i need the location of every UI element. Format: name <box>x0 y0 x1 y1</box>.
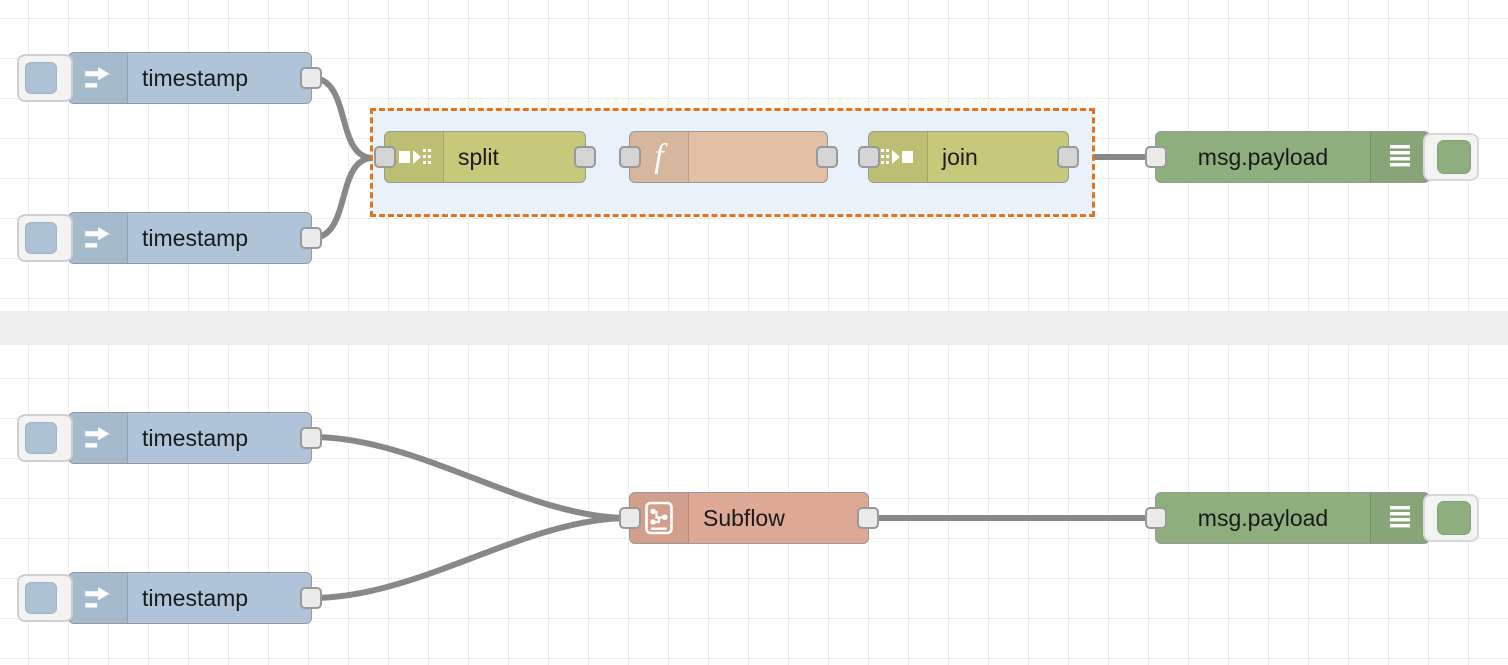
node-label: split <box>458 143 499 170</box>
selection-outline[interactable] <box>370 108 1095 217</box>
node-label: msg.payload <box>1197 504 1329 531</box>
output-port[interactable] <box>300 587 322 609</box>
node-label <box>689 132 827 182</box>
inject-trigger-button[interactable] <box>17 214 73 262</box>
input-port[interactable] <box>1145 146 1167 168</box>
node-inject-timestamp-4[interactable]: timestamp <box>17 572 322 624</box>
input-port[interactable] <box>619 507 641 529</box>
link-inject2-split <box>309 155 376 241</box>
node-label: Subflow <box>703 504 785 531</box>
node-inject-timestamp-2[interactable]: timestamp <box>17 212 322 264</box>
inject-trigger-button[interactable] <box>17 414 73 462</box>
node-label: msg.payload <box>1197 143 1329 170</box>
node-inject-timestamp-3[interactable]: timestamp <box>17 412 322 464</box>
link-inject4-subflow <box>309 515 632 601</box>
node-join[interactable]: join <box>858 131 1079 183</box>
output-port[interactable] <box>574 146 596 168</box>
debug-toggle-knob <box>1437 501 1471 535</box>
inject-trigger-knob <box>25 222 57 254</box>
inject-arrow-icon <box>69 213 128 263</box>
node-subflow[interactable]: Subflow <box>619 492 879 544</box>
inject-trigger-button[interactable] <box>17 574 73 622</box>
output-port[interactable] <box>300 227 322 249</box>
output-port[interactable] <box>1057 146 1079 168</box>
link-inject1-split <box>309 75 376 161</box>
input-port[interactable] <box>374 146 396 168</box>
node-debug-2[interactable]: msg.payload <box>1145 492 1479 544</box>
node-label: timestamp <box>142 424 249 451</box>
node-label: timestamp <box>142 224 249 251</box>
input-port[interactable] <box>1145 507 1167 529</box>
debug-toggle-button[interactable] <box>1423 133 1479 181</box>
input-port[interactable] <box>858 146 880 168</box>
node-function[interactable]: f <box>619 131 838 183</box>
output-port[interactable] <box>300 67 322 89</box>
node-label: join <box>942 143 978 170</box>
inject-trigger-knob <box>25 582 57 614</box>
node-label: timestamp <box>142 584 249 611</box>
debug-list-icon <box>1370 132 1429 182</box>
input-port[interactable] <box>619 146 641 168</box>
output-port[interactable] <box>300 427 322 449</box>
node-inject-timestamp-1[interactable]: timestamp <box>17 52 322 104</box>
output-port[interactable] <box>857 507 879 529</box>
output-port[interactable] <box>816 146 838 168</box>
node-debug-1[interactable]: msg.payload <box>1145 131 1479 183</box>
inject-arrow-icon <box>69 413 128 463</box>
svg-text:f: f <box>654 138 668 175</box>
debug-toggle-button[interactable] <box>1423 494 1479 542</box>
node-split[interactable]: split <box>374 131 596 183</box>
debug-list-icon <box>1370 493 1429 543</box>
inject-arrow-icon <box>69 53 128 103</box>
inject-trigger-knob <box>25 422 57 454</box>
link-inject3-subflow <box>309 434 632 521</box>
inject-trigger-knob <box>25 62 57 94</box>
flow-divider <box>0 311 1508 345</box>
inject-arrow-icon <box>69 573 128 623</box>
debug-toggle-knob <box>1437 140 1471 174</box>
inject-trigger-button[interactable] <box>17 54 73 102</box>
node-label: timestamp <box>142 64 249 91</box>
